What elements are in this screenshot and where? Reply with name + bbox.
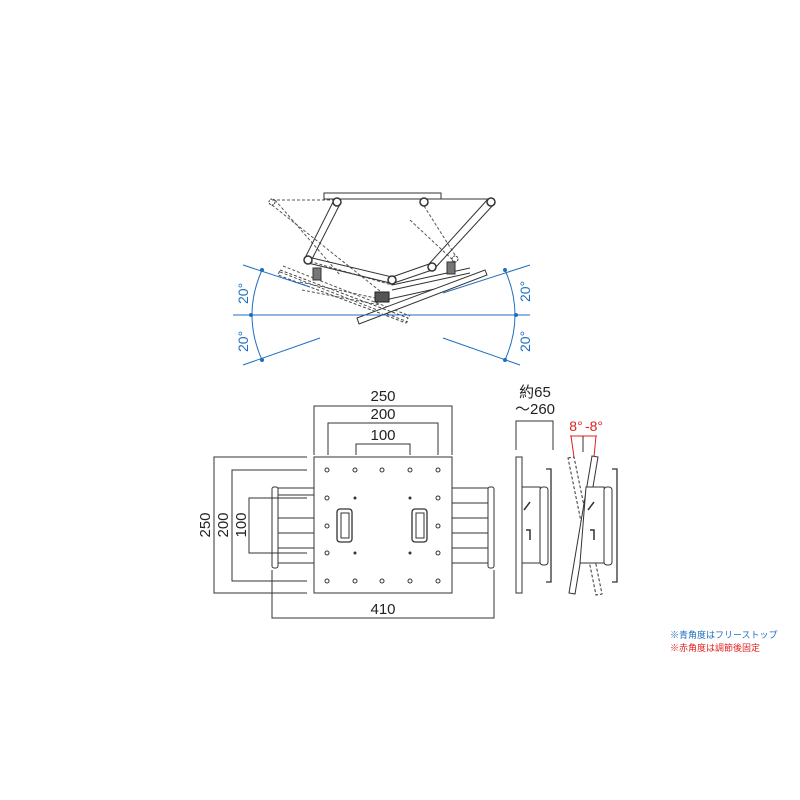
angle-label-left-upper: 20° [235,283,251,304]
wall-plate-top [323,192,442,200]
tilt-indicator [570,435,597,458]
dim-height-250: 250 [197,512,214,537]
note-red-angle: ※赤角度は調節後固定 [670,643,761,653]
dim-width-250: 250 [370,388,395,405]
dim-width-100: 100 [370,427,395,444]
right-wall-rail [487,486,495,569]
tilt-positive-label: 8° [569,418,582,434]
front-view [213,405,495,619]
tv-plate-dashed [277,269,409,324]
depth-range-line1: 約65 [519,384,551,401]
dim-height-100: 100 [233,512,250,537]
side-view-left [515,420,554,594]
side-view-right [567,455,618,596]
dim-height-200: 200 [215,512,232,537]
vesa-plate [313,456,453,594]
angle-guides [233,264,531,366]
angle-label-left-lower: 20° [235,331,251,352]
dim-width-200: 200 [370,406,395,423]
left-wall-rail [271,486,279,569]
depth-range-line2: ～260 [515,401,555,418]
tilt-negative-label: -8° [585,418,603,434]
angle-label-right-upper: 20° [517,281,533,302]
angle-label-right-lower: 20° [517,331,533,352]
top-view [268,192,496,325]
note-blue-angle: ※青角度はフリーストップ [670,630,778,640]
dim-total-width: 410 [370,601,395,618]
tv-plate-solid [356,269,488,325]
